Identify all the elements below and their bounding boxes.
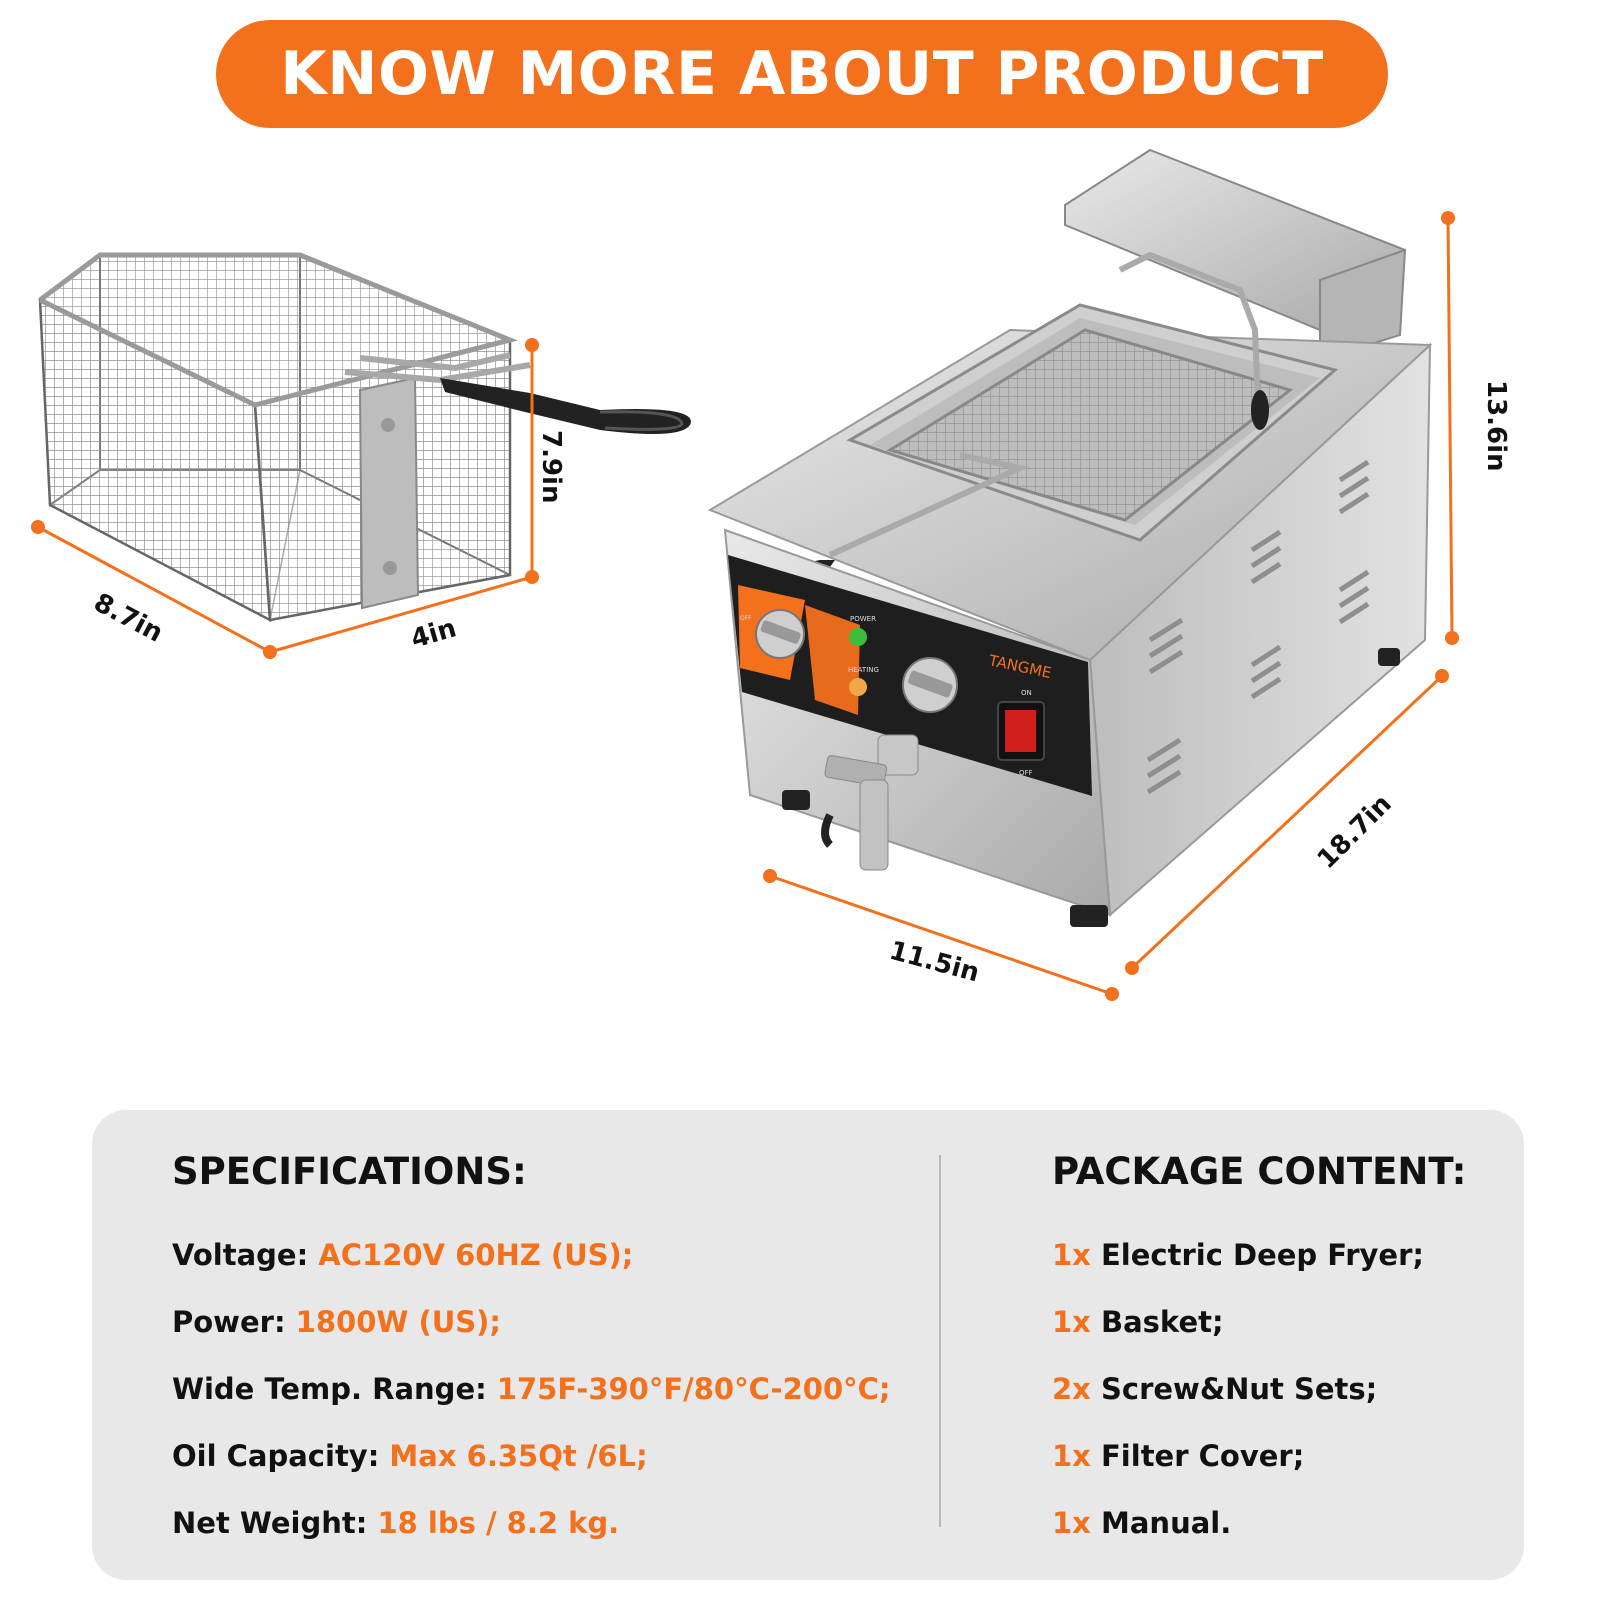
package-qty: 1x xyxy=(1052,1305,1091,1339)
spec-value: Max 6.35Qt /6L; xyxy=(389,1439,648,1473)
specs-panel: SPECIFICATIONS: Voltage: AC120V 60HZ (US… xyxy=(92,1110,1524,1580)
basket-height-label: 7.9in xyxy=(536,430,566,503)
specifications-heading: SPECIFICATIONS: xyxy=(172,1150,527,1193)
package-name: Basket; xyxy=(1101,1305,1224,1339)
spec-value: 1800W (US); xyxy=(295,1305,501,1339)
basket-width-label: 8.7in xyxy=(89,588,168,649)
package-name: Screw&Nut Sets; xyxy=(1101,1372,1378,1406)
spec-label: Wide Temp. Range: xyxy=(172,1372,487,1406)
spec-label: Oil Capacity: xyxy=(172,1439,380,1473)
spec-row: Voltage: AC120V 60HZ (US); xyxy=(172,1222,912,1289)
package-qty: 1x xyxy=(1052,1506,1091,1540)
package-qty: 2x xyxy=(1052,1372,1091,1406)
spec-label: Power: xyxy=(172,1305,286,1339)
package-item: 2x Screw&Nut Sets; xyxy=(1052,1356,1492,1423)
spec-value: 175F-390°F/80°C-200°C; xyxy=(496,1372,891,1406)
spec-row: Power: 1800W (US); xyxy=(172,1289,912,1356)
fry-basket-image xyxy=(38,252,691,623)
heating-label: HEATING xyxy=(848,666,879,674)
header-banner: KNOW MORE ABOUT PRODUCT xyxy=(216,20,1388,128)
spec-label: Voltage: xyxy=(172,1238,309,1272)
package-item: 1x Manual. xyxy=(1052,1490,1492,1557)
package-qty: 1x xyxy=(1052,1439,1091,1473)
column-divider xyxy=(939,1155,941,1527)
spec-row: Wide Temp. Range: 175F-390°F/80°C-200°C; xyxy=(172,1356,912,1423)
dial-off-label: OFF xyxy=(740,615,752,622)
package-name: Manual. xyxy=(1101,1506,1232,1540)
spec-row: Net Weight: 18 lbs / 8.2 kg. xyxy=(172,1490,912,1557)
switch-on-label: ON xyxy=(1021,689,1032,697)
banner-title: KNOW MORE ABOUT PRODUCT xyxy=(280,39,1324,109)
package-item: 1x Filter Cover; xyxy=(1052,1423,1492,1490)
specifications-column: SPECIFICATIONS: Voltage: AC120V 60HZ (US… xyxy=(172,1146,912,1557)
spec-label: Net Weight: xyxy=(172,1506,368,1540)
product-illustration: 8.7in 4in 7.9in PO xyxy=(31,148,1511,1001)
package-column: PACKAGE CONTENT: 1x Electric Deep Fryer;… xyxy=(1052,1146,1492,1557)
package-heading: PACKAGE CONTENT: xyxy=(1052,1150,1467,1193)
fryer-height-label: 13.6in xyxy=(1481,380,1511,472)
spec-value: 18 lbs / 8.2 kg. xyxy=(377,1506,620,1540)
deep-fryer-image: POWER HEATING TANGME ON OFF OFF xyxy=(707,148,1433,927)
switch-off-label: OFF xyxy=(1019,769,1033,777)
fryer-depth-label: 18.7in xyxy=(1312,789,1398,875)
package-item: 1x Electric Deep Fryer; xyxy=(1052,1222,1492,1289)
spec-row: Oil Capacity: Max 6.35Qt /6L; xyxy=(172,1423,912,1490)
package-name: Filter Cover; xyxy=(1101,1439,1305,1473)
spec-value: AC120V 60HZ (US); xyxy=(318,1238,634,1272)
power-label: POWER xyxy=(850,615,876,623)
package-name: Electric Deep Fryer; xyxy=(1101,1238,1424,1272)
package-item: 1x Basket; xyxy=(1052,1289,1492,1356)
basket-depth-label: 4in xyxy=(408,613,460,654)
package-qty: 1x xyxy=(1052,1238,1091,1272)
